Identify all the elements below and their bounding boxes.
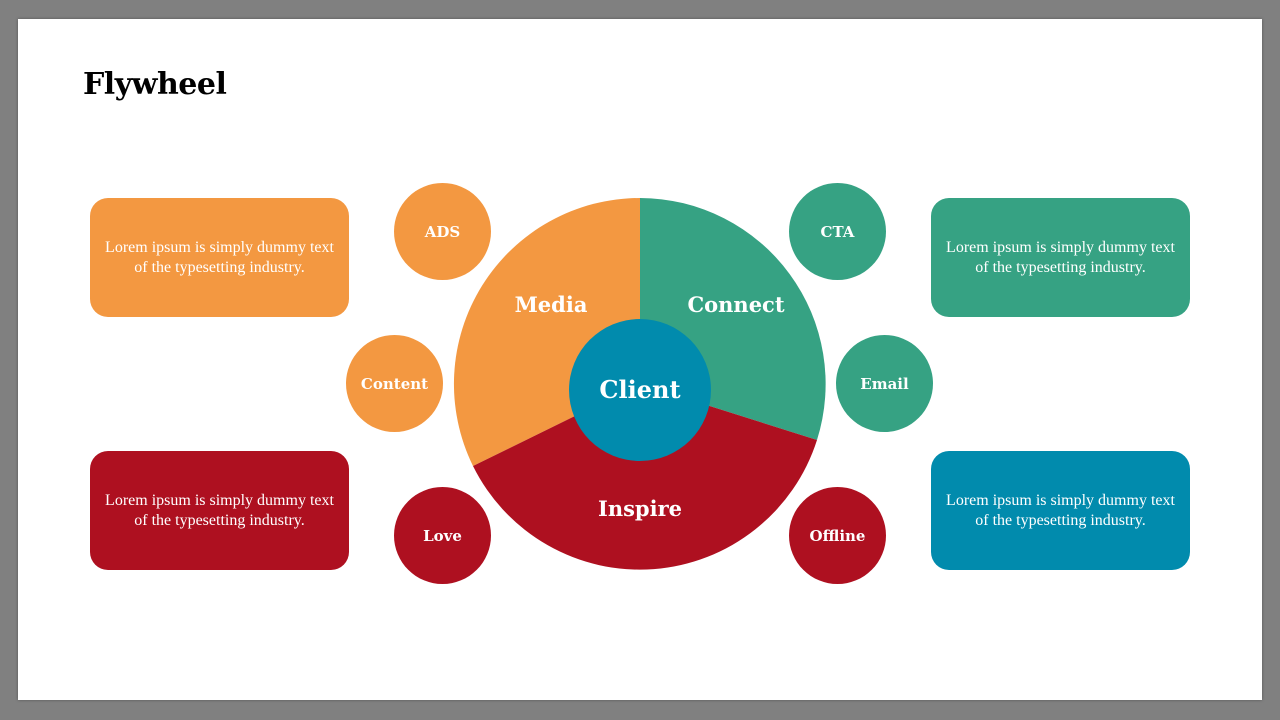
bubble-offline: Offline (789, 487, 886, 584)
text-box-bottom-right: Lorem ipsum is simply dummy text of the … (931, 451, 1190, 570)
segment-label-connect: Connect (687, 292, 784, 317)
segment-inspire (473, 384, 817, 570)
bubble-cta-label: CTA (820, 222, 855, 241)
slide-title: Flywheel (83, 67, 227, 102)
text-box-top-right: Lorem ipsum is simply dummy text of the … (931, 198, 1190, 317)
text-box-top-right-text: Lorem ipsum is simply dummy text of the … (946, 238, 1175, 276)
bubble-love-label: Love (423, 526, 462, 545)
bubble-email: Email (836, 335, 933, 432)
center-label-client: Client (599, 375, 680, 404)
segment-label-inspire: Inspire (598, 496, 682, 521)
text-box-bottom-left-text: Lorem ipsum is simply dummy text of the … (105, 491, 334, 529)
center-hub (569, 319, 711, 461)
segment-label-media: Media (515, 292, 588, 317)
bubble-offline-label: Offline (809, 526, 866, 545)
bubble-ads-label: ADS (424, 222, 461, 241)
text-box-top-left-text: Lorem ipsum is simply dummy text of the … (105, 238, 334, 276)
bubble-content-label: Content (360, 374, 429, 393)
text-box-top-left: Lorem ipsum is simply dummy text of the … (90, 198, 349, 317)
bubble-ads: ADS (394, 183, 491, 280)
text-box-bottom-left: Lorem ipsum is simply dummy text of the … (90, 451, 349, 570)
bubble-cta: CTA (789, 183, 886, 280)
bubble-love: Love (394, 487, 491, 584)
bubble-email-label: Email (860, 374, 909, 393)
bubble-content: Content (346, 335, 443, 432)
text-box-bottom-right-text: Lorem ipsum is simply dummy text of the … (946, 491, 1175, 529)
